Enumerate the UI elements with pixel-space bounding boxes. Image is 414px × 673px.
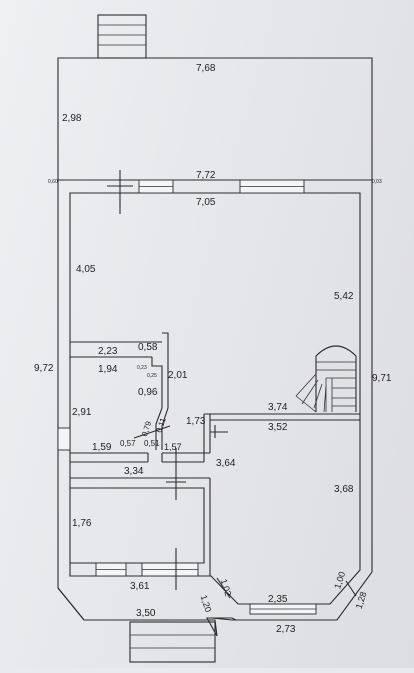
dim-door-diag: 0,79 <box>140 420 154 438</box>
window-left <box>57 427 71 451</box>
dim-hall-width: 3,34 <box>124 466 144 477</box>
interior-walls <box>70 332 360 576</box>
dim-right-upper: 5,42 <box>334 291 354 302</box>
dim-house-width-inner: 7,05 <box>196 197 216 208</box>
dim-partition-length: 2,01 <box>168 370 188 381</box>
dim-right-outer: 9,71 <box>372 373 392 384</box>
dim-hall-depth: 1,76 <box>72 518 92 529</box>
dim-left-outer: 9,72 <box>34 363 54 374</box>
dim-bottom-width: 3,50 <box>136 608 156 619</box>
dim-partition-lower: 0,96 <box>138 387 158 398</box>
top-steps <box>97 14 147 59</box>
terrace-outline <box>57 57 373 180</box>
dim-bay-outer: 2,73 <box>276 624 296 635</box>
dim-bay-inner: 2,35 <box>268 594 288 605</box>
bottom-steps <box>129 621 216 663</box>
dim-stair-wall: 3,74 <box>268 402 288 413</box>
dim-bay-left-outer: 1,20 <box>199 594 214 614</box>
dim-bath-width: 1,59 <box>92 442 112 453</box>
dim-stub-small-b: 0,25 <box>147 373 157 379</box>
dim-bath-gap-c: 1,57 <box>164 442 182 452</box>
dim-left-upper: 4,05 <box>76 264 96 275</box>
dim-bath-gap-a: 0,57 <box>120 439 136 448</box>
dim-room-right-right: 3,68 <box>334 484 354 495</box>
dim-room-left-top: 2,23 <box>98 346 118 357</box>
bottom-outline <box>57 587 237 621</box>
staircase <box>295 345 357 413</box>
dim-room-left-bottom: 1,94 <box>98 364 118 375</box>
dim-bay-left-diag: 1,02 <box>219 578 234 598</box>
dim-right-offset: 0,03 <box>372 179 382 185</box>
dim-stub-small-a: 0,23 <box>137 365 147 371</box>
dim-terrace-depth: 2,98 <box>62 113 82 124</box>
dim-door-diag-b: 0,11 <box>155 416 168 434</box>
dim-terrace-width: 7,68 <box>196 63 216 74</box>
dim-stub-top: 0,58 <box>138 342 158 353</box>
dim-bath-gap-b: 0,51 <box>144 439 160 448</box>
dimension-labels: 7,68 2,98 0,60 0,03 7,72 7,05 4,05 5,42 … <box>34 63 392 635</box>
dim-house-width-outer: 7,72 <box>196 170 216 181</box>
dim-kitchen-side: 1,73 <box>186 416 206 427</box>
dim-left-mid: 2,91 <box>72 407 92 418</box>
dim-left-offset: 0,60 <box>48 179 58 185</box>
dim-room-right-left: 3,64 <box>216 458 236 469</box>
dim-stair-inner: 3,52 <box>268 422 288 433</box>
dim-bottom-left-width: 3,61 <box>130 581 150 592</box>
